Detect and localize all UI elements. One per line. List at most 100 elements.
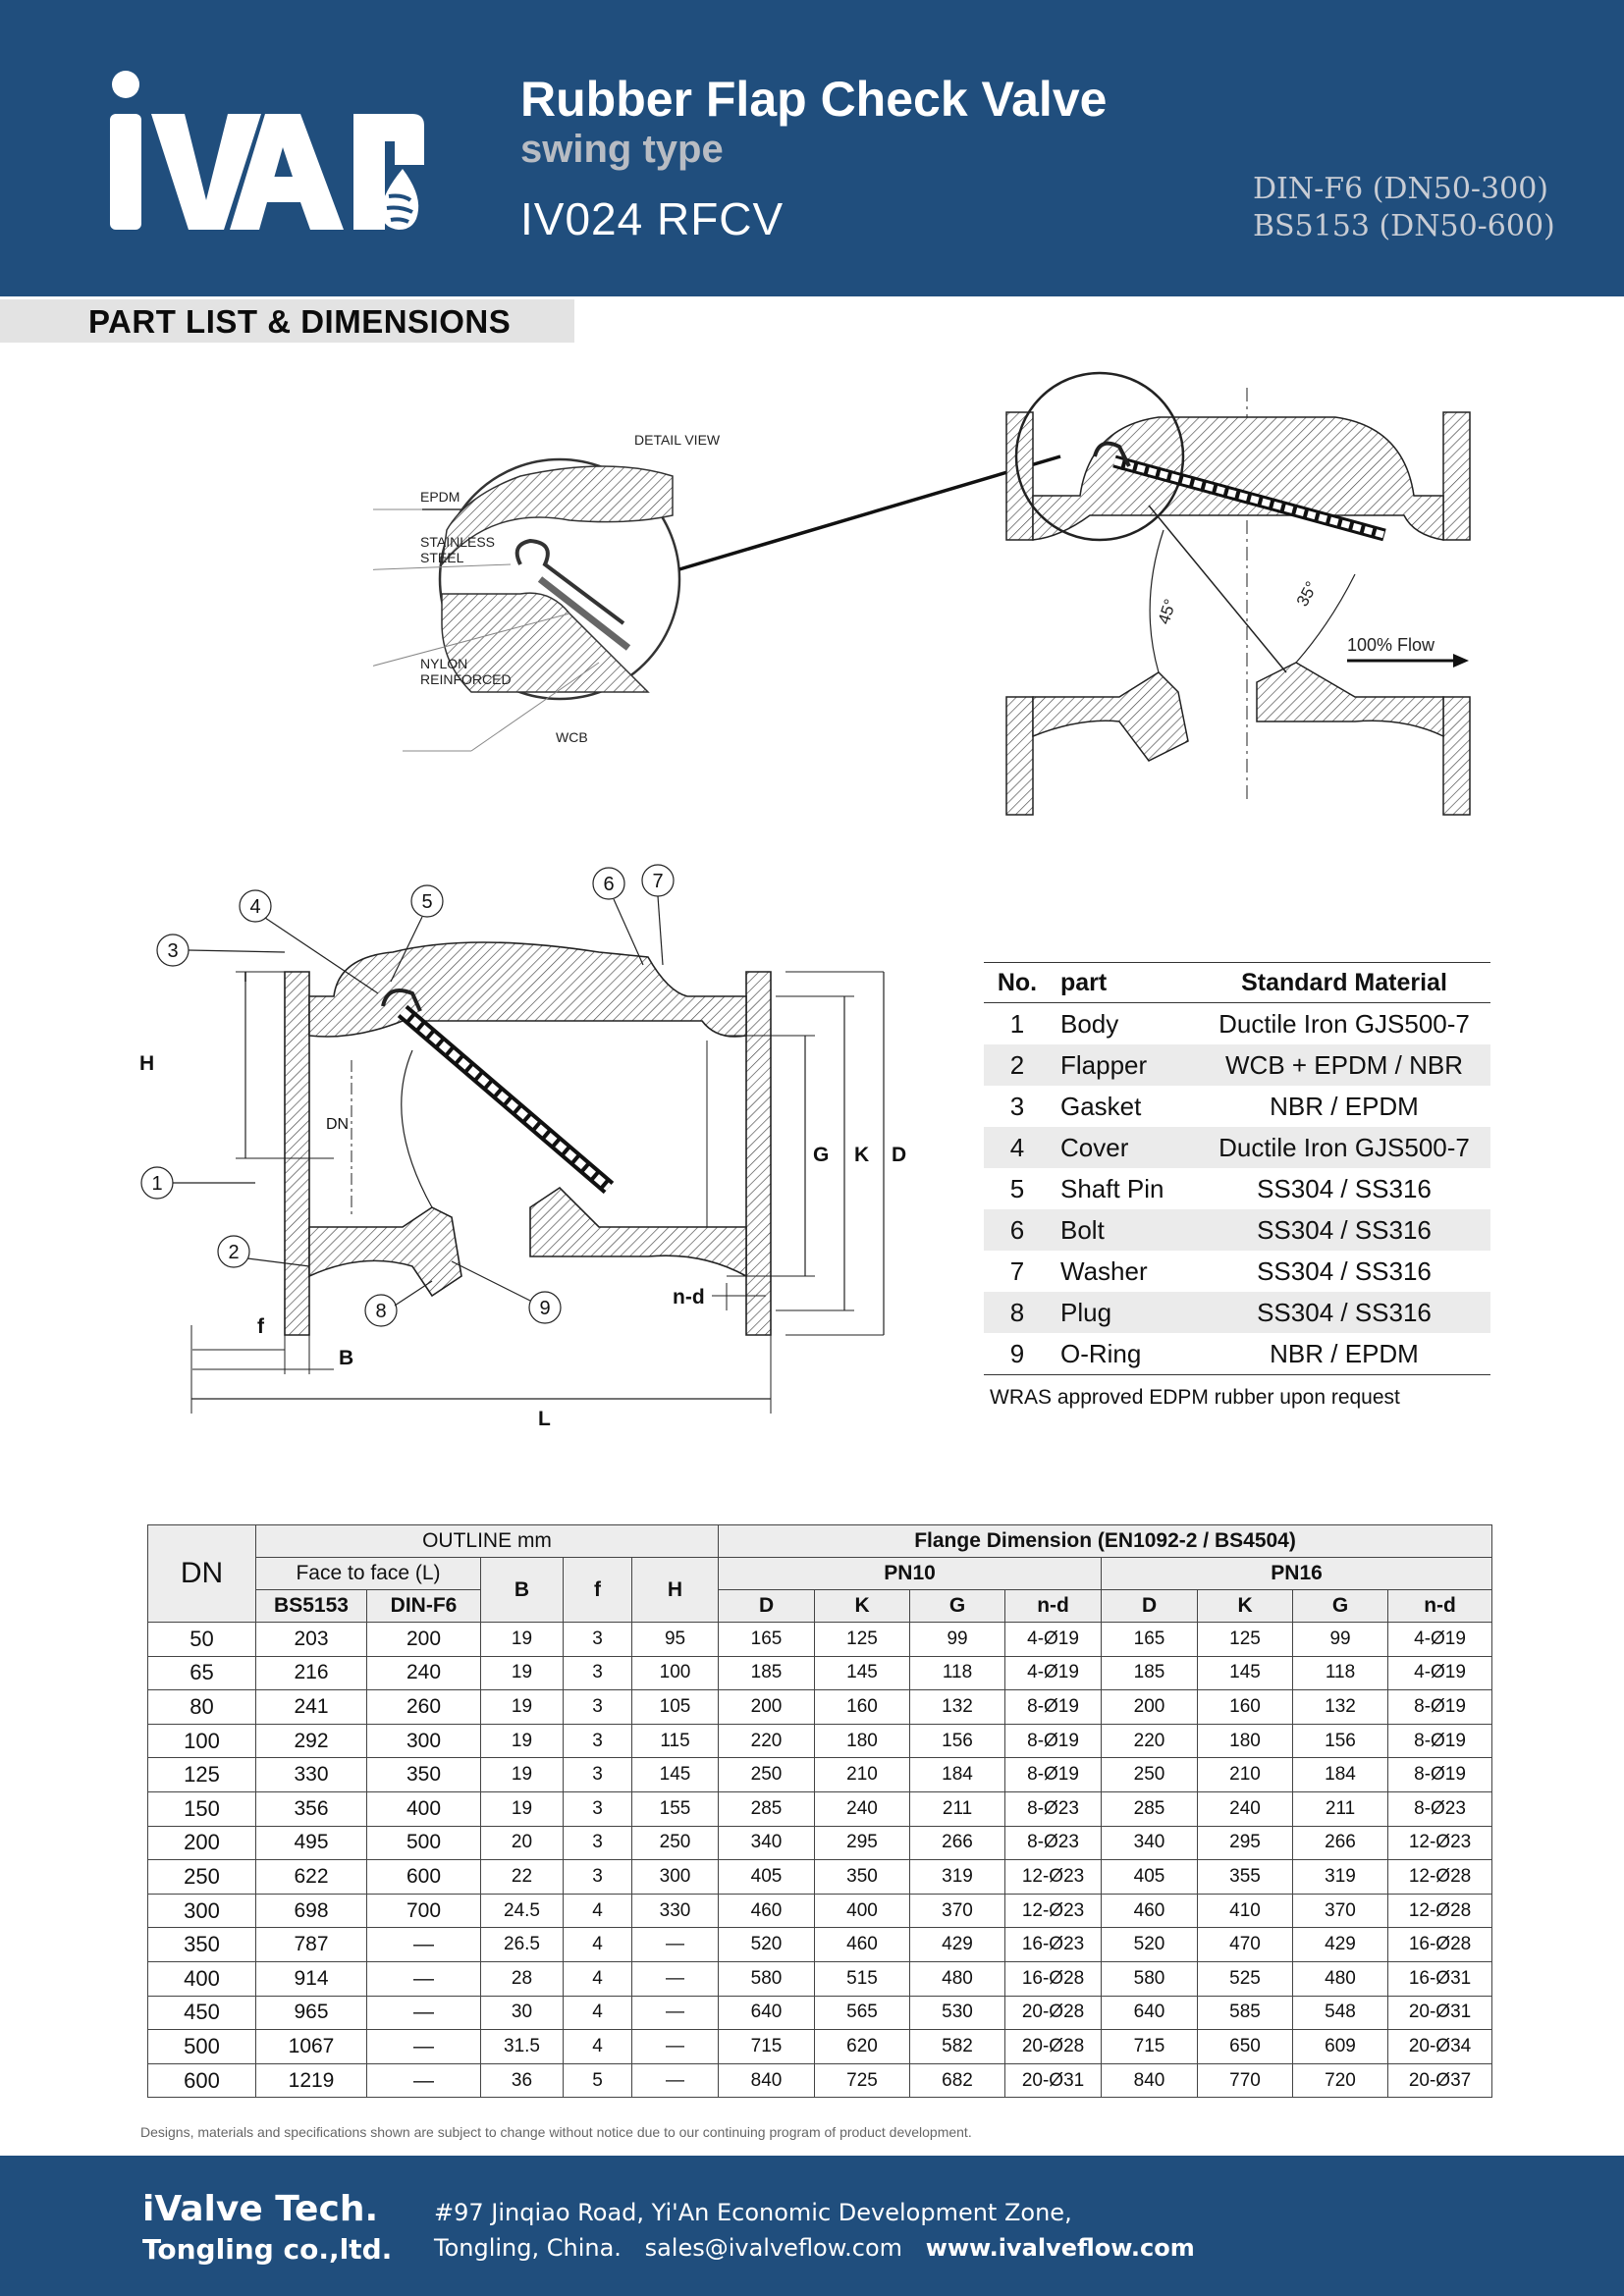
cell-pn10-d: 405 xyxy=(718,1859,816,1895)
cell-din-f6: — xyxy=(366,2062,481,2099)
face-header: Face to face (L) xyxy=(255,1557,481,1590)
footer-band xyxy=(0,2156,1624,2296)
parts-header-no: No. xyxy=(984,962,1051,1003)
cell-bs5153: 914 xyxy=(255,1960,367,1997)
part-no: 5 xyxy=(1009,1173,1025,1203)
cell-pn10-k: 620 xyxy=(814,2029,911,2064)
cell-bs5153: 1067 xyxy=(255,2029,367,2064)
cell-pn10-g: 682 xyxy=(909,2062,1006,2099)
cell-pn10-g: 480 xyxy=(909,1960,1006,1997)
cell-pn16-k: 470 xyxy=(1197,1927,1294,1962)
flow-arrow-icon xyxy=(1347,654,1469,667)
parts-header-part: part xyxy=(1051,962,1198,1003)
cell-pn16-k: 650 xyxy=(1197,2029,1294,2064)
valve-main-drawing: 3 4 5 6 7 1 2 8 9 H DN G K D f B L n-d xyxy=(139,864,906,1430)
cell-pn16-g: 99 xyxy=(1292,1622,1389,1657)
cell-bs5153: 216 xyxy=(255,1655,367,1691)
cell-dn: 500 xyxy=(147,2029,256,2064)
cell-bs5153: 965 xyxy=(255,1995,367,2031)
cell-pn10-d: 165 xyxy=(718,1622,816,1657)
part-no: 4 xyxy=(984,1127,1051,1168)
callout-9: 9 xyxy=(539,1298,550,1319)
callout-1: 1 xyxy=(151,1173,162,1195)
email-link[interactable]: sales@ivalveflow.com xyxy=(644,2234,903,2262)
cell-pn10-nd: 16-Ø28 xyxy=(1004,1960,1103,1997)
part-name: Bolt xyxy=(1051,1209,1198,1251)
part-name: Shaft Pin xyxy=(1060,1173,1164,1203)
cell-pn10-k: 515 xyxy=(814,1960,911,1997)
cell-dn: 350 xyxy=(147,1927,256,1962)
cell-dn: 300 xyxy=(147,1893,256,1929)
part-name: O-Ring xyxy=(1051,1333,1198,1375)
cell-h: 95 xyxy=(630,1622,720,1657)
cell-pn16-nd: 12-Ø28 xyxy=(1387,1893,1493,1929)
website-link[interactable]: www.ivalveflow.com xyxy=(925,2234,1195,2262)
ival-logo xyxy=(110,71,424,230)
pn10-header: PN10 xyxy=(718,1557,1103,1590)
product-title: Rubber Flap Check Valve xyxy=(520,72,1108,127)
cell-pn16-nd: 8-Ø19 xyxy=(1387,1689,1493,1725)
label-nylon: NYLON xyxy=(420,656,467,671)
section-title: PART LIST & DIMENSIONS xyxy=(88,303,512,340)
cell-pn16-g: 429 xyxy=(1292,1927,1389,1962)
part-name: Plug xyxy=(1051,1292,1198,1333)
outline-header: OUTLINE mm xyxy=(254,1524,720,1558)
cell-h: 155 xyxy=(630,1790,720,1827)
cell-pn16-d: 840 xyxy=(1101,2062,1199,2099)
part-no: 1 xyxy=(1009,1008,1025,1039)
cell-f: 3 xyxy=(563,1825,632,1861)
cell-pn16-g: 609 xyxy=(1292,2029,1389,2064)
cell-pn10-nd: 8-Ø19 xyxy=(1004,1757,1103,1792)
cell-pn10-nd: 20-Ø28 xyxy=(1004,1995,1103,2031)
cell-pn10-k: 725 xyxy=(814,2062,911,2099)
cell-pn10-nd: 20-Ø31 xyxy=(1004,2062,1103,2099)
cell-pn10-nd: 8-Ø23 xyxy=(1004,1825,1103,1861)
cell-pn16-g: 156 xyxy=(1292,1723,1389,1759)
cell-pn10-g: 184 xyxy=(909,1757,1006,1792)
cell-b: 26.5 xyxy=(480,1927,564,1962)
part-material: Ductile Iron GJS500-7 xyxy=(1198,1127,1490,1168)
cell-b: 19 xyxy=(480,1655,564,1691)
flow-label: 100% Flow xyxy=(1347,635,1435,655)
cell-pn10-d: 250 xyxy=(718,1757,816,1792)
cell-pn16-nd: 12-Ø28 xyxy=(1387,1859,1493,1895)
disclaimer: Designs, materials and specifications sh… xyxy=(140,2124,972,2140)
cell-h: 330 xyxy=(630,1893,720,1929)
label-stainless: STAINLESS xyxy=(420,534,495,550)
cell-h: — xyxy=(630,1995,720,2031)
cell-pn16-k: 410 xyxy=(1197,1893,1294,1929)
part-name: Gasket xyxy=(1060,1091,1142,1121)
cell-pn16-d: 715 xyxy=(1101,2029,1199,2064)
cell-pn16-g: 548 xyxy=(1292,1995,1389,2031)
cell-din-f6: — xyxy=(366,2029,481,2064)
part-material: WCB + EPDM / NBR xyxy=(1198,1044,1490,1086)
cell-pn16-nd: 12-Ø23 xyxy=(1387,1825,1493,1861)
cell-pn16-k: 125 xyxy=(1197,1622,1294,1657)
pn16-header: PN16 xyxy=(1101,1557,1493,1590)
cell-din-f6: 300 xyxy=(366,1723,481,1759)
cell-dn: 65 xyxy=(147,1655,256,1691)
cell-f: 3 xyxy=(563,1723,632,1759)
cell-pn16-nd: 16-Ø31 xyxy=(1387,1960,1493,1997)
col-dn: DN xyxy=(147,1524,256,1623)
cell-pn10-k: 180 xyxy=(814,1723,911,1759)
valve-section-small xyxy=(1005,371,1471,816)
cell-bs5153: 698 xyxy=(255,1893,367,1929)
label-epdm: EPDM xyxy=(420,489,460,505)
cell-bs5153: 495 xyxy=(255,1825,367,1861)
cell-pn10-nd: 8-Ø19 xyxy=(1004,1689,1103,1725)
cell-h: 105 xyxy=(630,1689,720,1725)
cell-pn16-d: 460 xyxy=(1101,1893,1199,1929)
label-reinforced: REINFORCED xyxy=(420,671,512,687)
cell-pn10-k: 400 xyxy=(814,1893,911,1929)
cell-din-f6: — xyxy=(366,1995,481,2031)
cell-dn: 80 xyxy=(147,1689,256,1725)
callout-circles xyxy=(140,864,675,1327)
cell-pn10-d: 580 xyxy=(718,1960,816,1997)
cell-pn10-g: 429 xyxy=(909,1927,1006,1962)
